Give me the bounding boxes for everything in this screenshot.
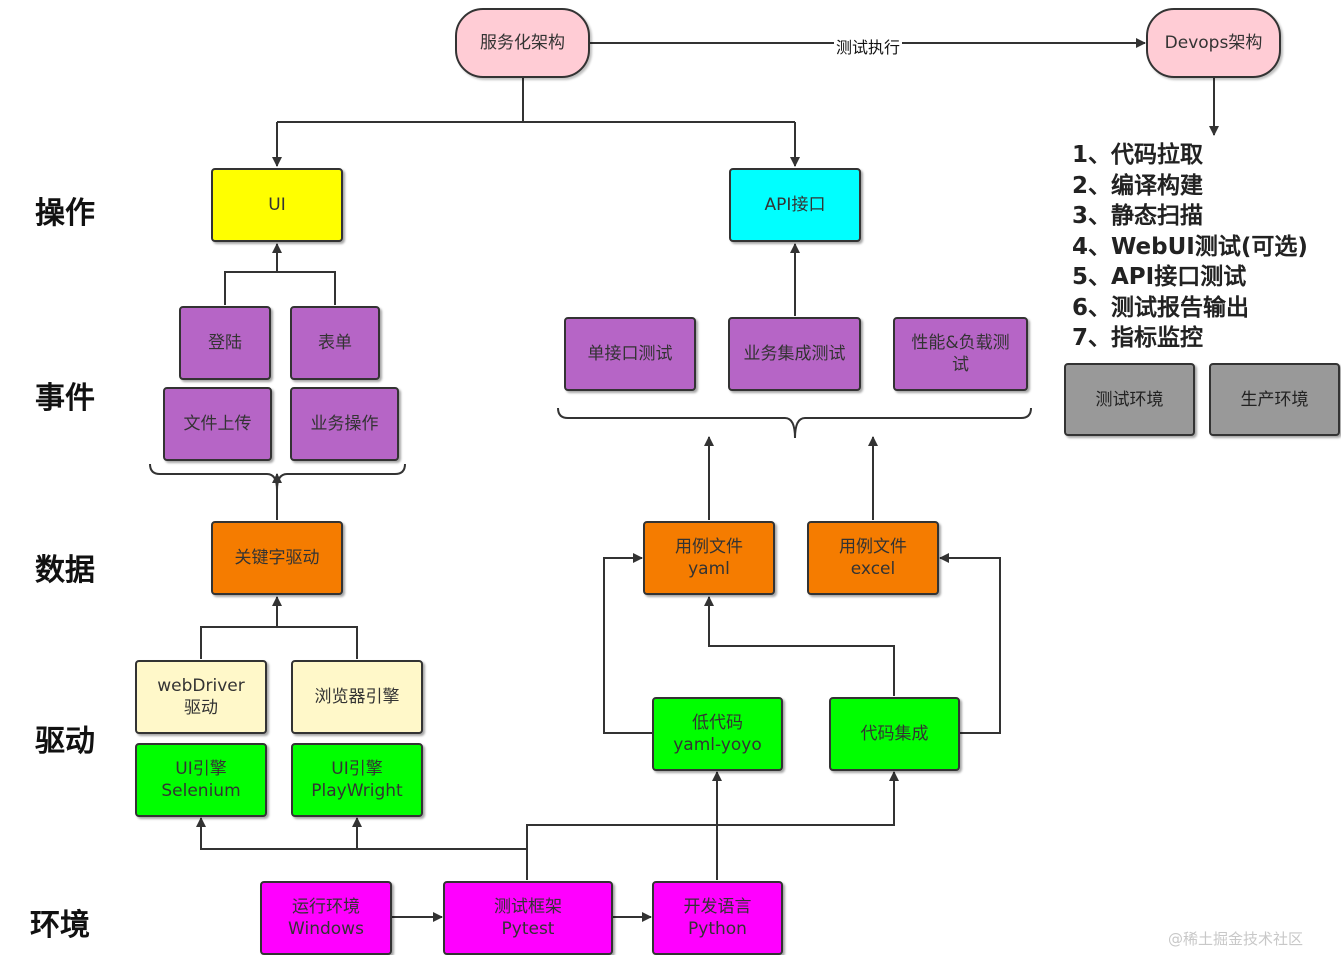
node-keyword-driven: 关键字驱动 xyxy=(211,521,343,595)
layer-label-drive: 驱动 xyxy=(35,724,95,759)
node-dev-language-python: 开发语言 Python xyxy=(652,881,783,955)
devops-step: 3、静态扫描 xyxy=(1072,203,1204,229)
node-test-framework-pytest: 测试框架 Pytest xyxy=(443,881,613,955)
edge-codeint-yaml xyxy=(704,596,895,696)
layer-label-data: 数据 xyxy=(35,553,95,588)
node-case-file-excel: 用例文件 excel xyxy=(807,521,939,595)
edge-pytest-codeint xyxy=(526,771,899,849)
watermark: @稀土掘金技术社区 xyxy=(1168,930,1304,948)
devops-step: 1、代码拉取 xyxy=(1072,142,1204,168)
devops-step: 6、测试报告输出 xyxy=(1072,294,1250,321)
devops-step: 4、WebUI测试(可选) xyxy=(1072,233,1308,260)
edge-soa-split xyxy=(277,78,795,123)
node-file-upload: 文件上传 xyxy=(163,387,272,461)
node-devops: Devops架构 xyxy=(1146,8,1281,78)
edge-codeint-excel xyxy=(939,553,1001,734)
node-ui: UI xyxy=(211,168,343,242)
node-runtime-windows: 运行环境 Windows xyxy=(260,881,392,955)
node-production-environment: 生产环境 xyxy=(1209,363,1340,436)
node-api: API接口 xyxy=(729,168,861,242)
devops-steps-list: 1、代码拉取 2、编译构建 3、静态扫描 4、WebUI测试(可选) 5、API… xyxy=(1072,140,1308,354)
devops-step: 2、编译构建 xyxy=(1072,172,1204,199)
node-case-file-yaml: 用例文件 yaml xyxy=(643,521,775,595)
node-browser-engine: 浏览器引擎 xyxy=(291,660,423,734)
edge-events-ui xyxy=(224,244,336,305)
node-business-operation: 业务操作 xyxy=(290,387,399,461)
edge-pytest-engines xyxy=(196,817,528,880)
node-lowcode-yaml-yoyo: 低代码 yaml-yoyo xyxy=(652,697,783,771)
layer-label-event: 事件 xyxy=(35,381,95,416)
node-form: 表单 xyxy=(290,306,380,380)
node-ui-engine-selenium: UI引擎 Selenium xyxy=(135,743,267,817)
edge-drive-keyword xyxy=(200,597,358,659)
devops-step: 7、指标监控 xyxy=(1072,325,1204,351)
node-login: 登陆 xyxy=(179,306,271,380)
node-single-api-test: 单接口测试 xyxy=(564,317,696,391)
right-brace xyxy=(557,407,1032,439)
node-soa: 服务化架构 xyxy=(455,8,590,78)
layer-label-operation: 操作 xyxy=(35,196,95,231)
node-business-integration-test: 业务集成测试 xyxy=(728,317,861,391)
edge-label-test-exec: 测试执行 xyxy=(834,34,903,58)
node-performance-load-test: 性能&负载测 试 xyxy=(893,317,1028,391)
layer-label-env: 环境 xyxy=(30,908,90,943)
node-ui-engine-playwright: UI引擎 PlayWright xyxy=(291,743,423,817)
edge-lowcode-yaml xyxy=(603,553,652,734)
node-code-integration: 代码集成 xyxy=(829,697,960,771)
node-test-environment: 测试环境 xyxy=(1064,363,1195,436)
node-webdriver: webDriver 驱动 xyxy=(135,660,267,734)
devops-step: 5、API接口测试 xyxy=(1072,264,1247,290)
